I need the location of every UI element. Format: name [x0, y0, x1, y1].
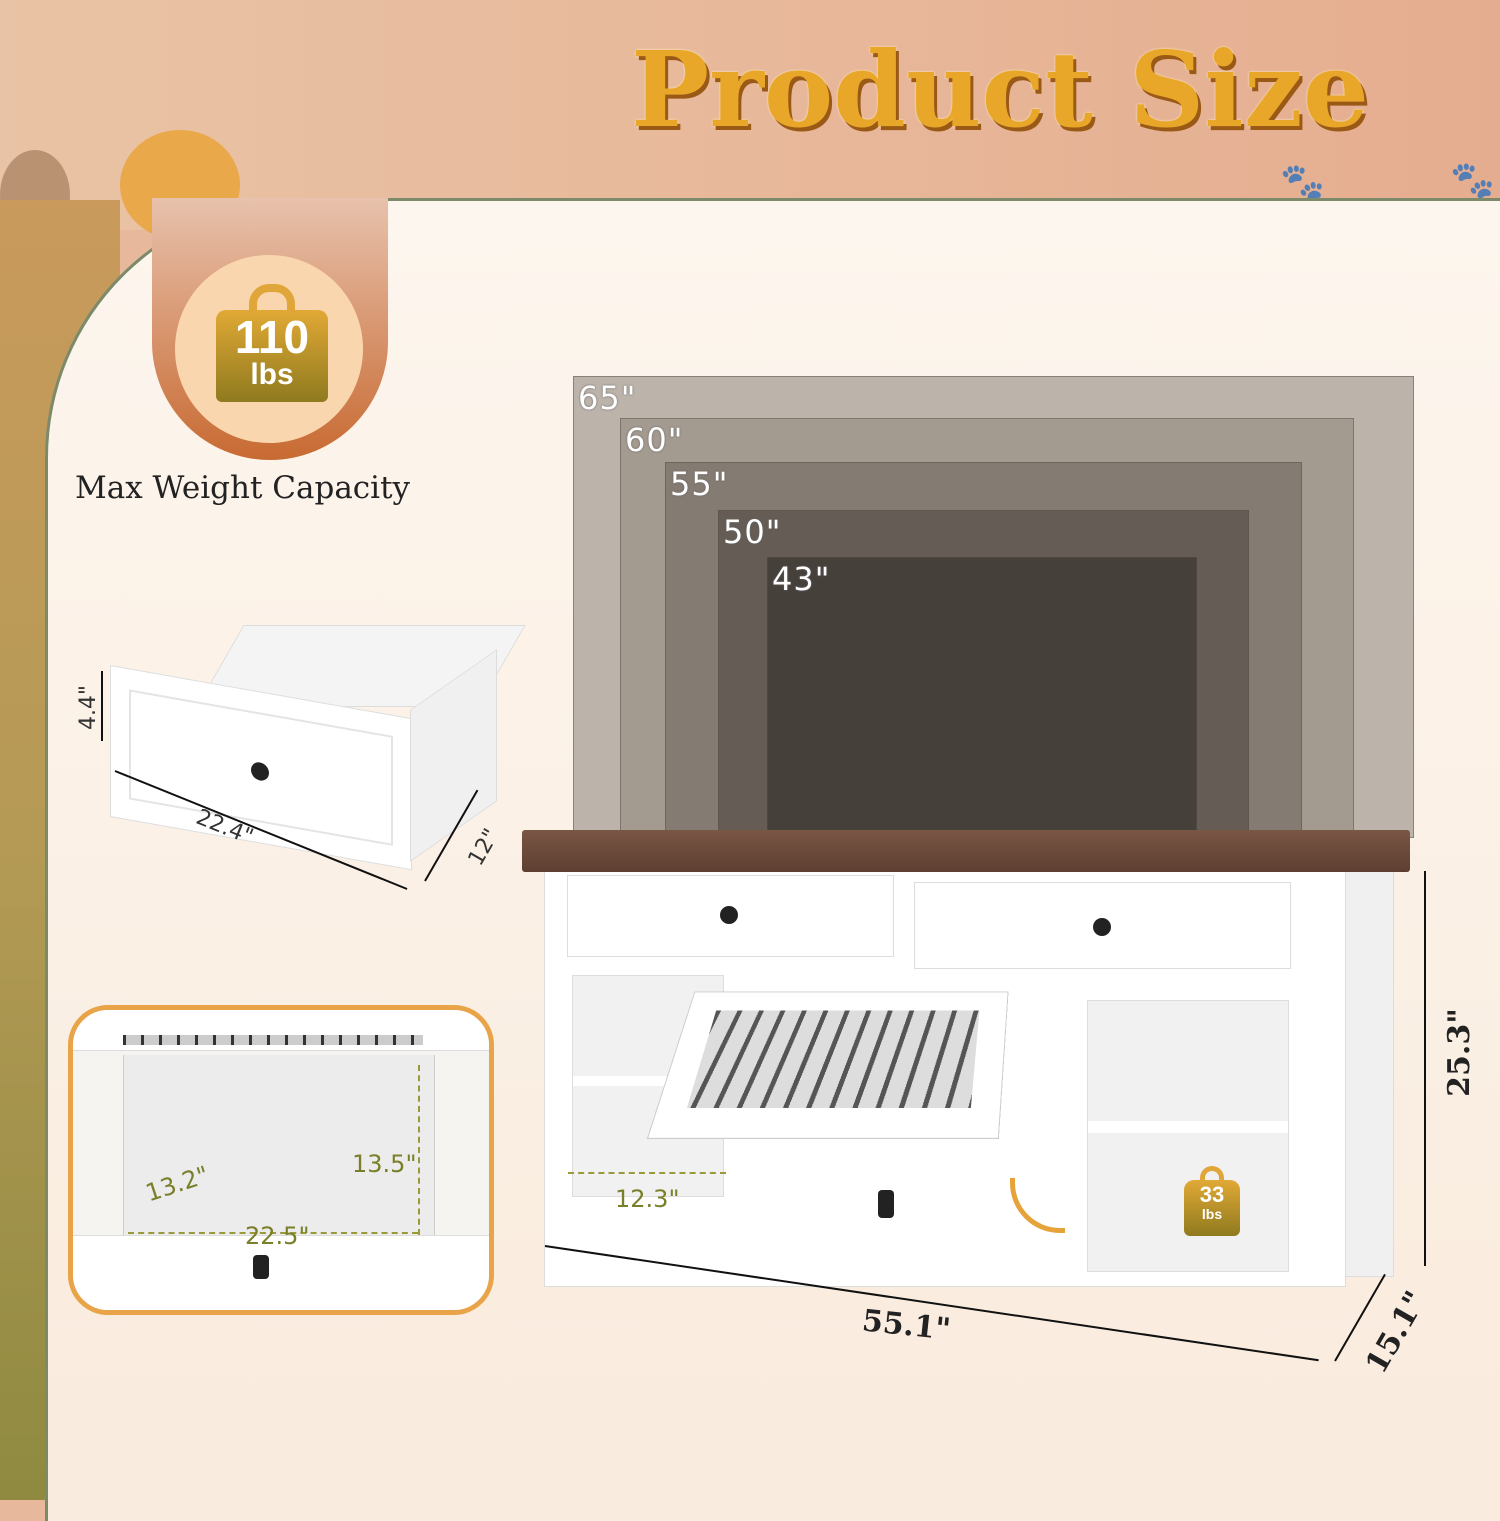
weight-unit: lbs [216, 360, 328, 390]
flip-door[interactable] [647, 992, 1009, 1139]
page-title: Product Size [540, 30, 1460, 155]
weight-value: 110 [216, 314, 328, 360]
drawer-right [914, 882, 1291, 969]
tv-size-label: 65" [578, 379, 636, 417]
tv-43: 43" [767, 557, 1197, 838]
cabinet-height-label: 25.3" [1442, 1008, 1477, 1097]
drawer-height-arrow [101, 671, 103, 741]
tv-size-label: 55" [670, 465, 728, 503]
paw-icon: 🐾 [1450, 160, 1495, 200]
weight-icon: 110 lbs [216, 310, 328, 402]
tv-cabinet: 33 lbs [522, 830, 1412, 1290]
inset-detail [68, 1005, 494, 1315]
height-arrow [1424, 871, 1426, 1266]
drawer-left [567, 875, 894, 957]
inset-width-label: 22.5" [245, 1222, 309, 1250]
door-latch [878, 1190, 894, 1218]
shelf-depth-dashline [568, 1172, 726, 1174]
tv-size-label: 43" [772, 560, 830, 598]
paw-icon: 🐾 [1280, 162, 1325, 202]
tv-size-label: 50" [723, 513, 781, 551]
tv-size-label: 60" [625, 421, 683, 459]
weight-capacity-label: Max Weight Capacity [75, 470, 410, 506]
shelf-weight-value: 33 [1184, 1184, 1240, 1206]
cabinet-top [522, 830, 1410, 872]
shelf-depth-label: 12.3" [615, 1185, 679, 1213]
inset-height-label: 13.5" [352, 1150, 416, 1178]
shelf-weight-unit: lbs [1184, 1206, 1240, 1222]
drawer-illustration [110, 625, 500, 870]
drawer-height-label: 4.4" [76, 685, 101, 730]
shelf-weight-icon: 33 lbs [1184, 1180, 1240, 1236]
